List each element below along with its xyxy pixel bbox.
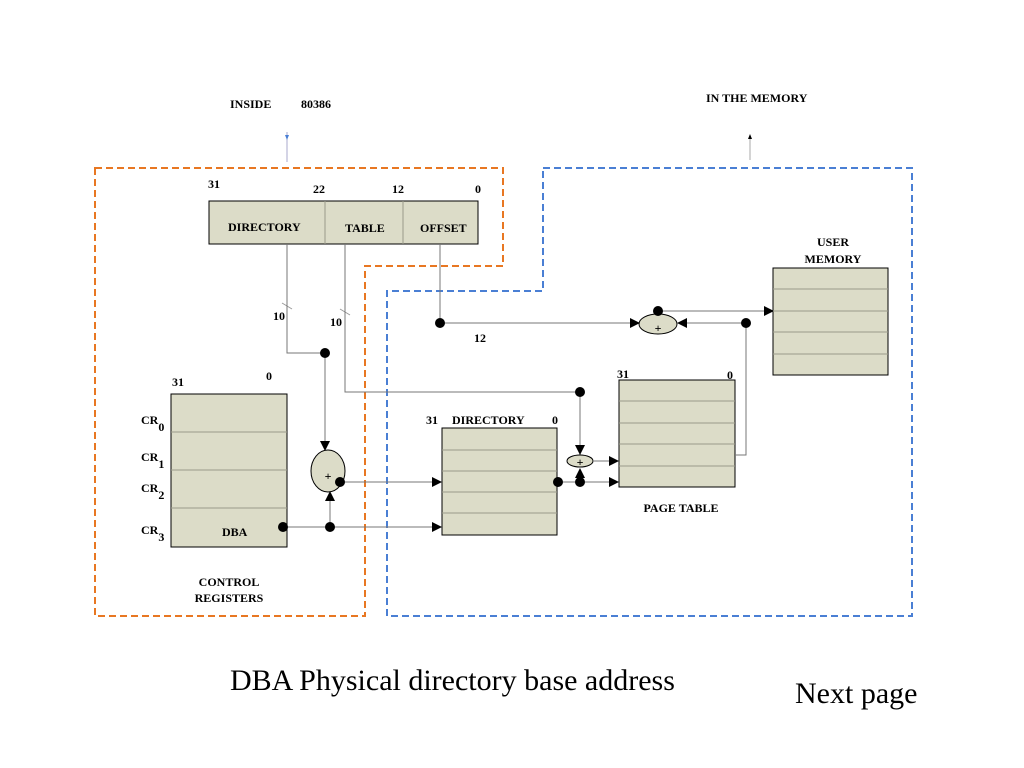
- table-width-label: 10: [330, 315, 342, 329]
- caption: DBA Physical directory base address: [230, 664, 675, 697]
- page-table-label: PAGE TABLE: [643, 501, 718, 515]
- cr-bit-0: 0: [266, 369, 272, 383]
- linear-bit-0: 0: [475, 182, 481, 196]
- junction-dot: [575, 387, 585, 397]
- dba-label: DBA: [222, 525, 248, 539]
- junction-dot: [320, 348, 330, 358]
- table-index-wire: [344, 244, 581, 455]
- junction-dot: [435, 318, 445, 328]
- cr1-label: CR1: [141, 450, 164, 471]
- junction-dot: [653, 306, 663, 316]
- cr-bit-31: 31: [172, 375, 184, 389]
- cr0-label: CR0: [141, 413, 164, 434]
- memory-adder-plus: +: [655, 321, 662, 335]
- linear-bit-31: 31: [208, 177, 220, 191]
- cpu-label: 80386: [301, 97, 331, 111]
- pagetable-bit-31: 31: [617, 367, 629, 381]
- control-registers-label-1: CONTROL: [199, 575, 260, 589]
- page-directory-box: [441, 427, 558, 536]
- page-table-box: [618, 379, 736, 488]
- directory-adder-plus: +: [325, 469, 332, 483]
- junction-dot: [741, 318, 751, 328]
- cpu-region-border: [94, 167, 504, 617]
- junction-dot: [325, 522, 335, 532]
- junction-dot: [553, 477, 563, 487]
- directory-bit-31: 31: [426, 413, 438, 427]
- next-page-link[interactable]: Next page: [795, 677, 917, 710]
- junction-dot: [335, 477, 345, 487]
- user-memory-label-2: MEMORY: [805, 252, 862, 266]
- junction-dot: [575, 477, 585, 487]
- offset-wire: [439, 244, 640, 324]
- linear-field-directory: DIRECTORY: [228, 220, 301, 234]
- in-memory-label: IN THE MEMORY: [706, 91, 808, 105]
- junction-dot: [278, 522, 288, 532]
- linear-address-register: [208, 200, 479, 245]
- offset-width-label: 12: [474, 331, 486, 345]
- pagetable-to-adder-wire: [735, 323, 747, 456]
- linear-field-offset: OFFSET: [420, 221, 467, 235]
- inside-pointer-head: [285, 135, 289, 140]
- memory-pointer-head: [748, 134, 752, 139]
- linear-field-table: TABLE: [345, 221, 385, 235]
- linear-bit-12: 12: [392, 182, 404, 196]
- cr3-label: CR3: [141, 523, 164, 544]
- cr2-label: CR2: [141, 481, 164, 502]
- linear-bit-22: 22: [313, 182, 325, 196]
- directory-title: DIRECTORY: [452, 413, 525, 427]
- control-registers-label-2: REGISTERS: [195, 591, 264, 605]
- dir-width-label: 10: [273, 309, 285, 323]
- inside-label: INSIDE: [230, 97, 271, 111]
- user-memory-label-1: USER: [817, 235, 849, 249]
- directory-bit-0: 0: [552, 413, 558, 427]
- pagetable-bit-0: 0: [727, 368, 733, 382]
- user-memory-box: [772, 267, 889, 376]
- page-table-adder-plus: +: [577, 455, 584, 469]
- directory-index-wire: [286, 244, 325, 354]
- memory-region-border: [386, 167, 913, 617]
